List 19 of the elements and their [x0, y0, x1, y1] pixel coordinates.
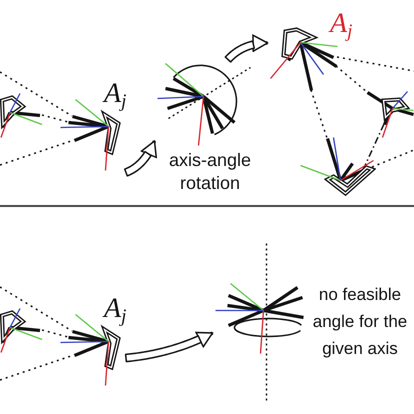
coordinate-frame-drawing — [364, 88, 414, 140]
dotted-line — [0, 286, 72, 332]
arrow — [124, 331, 214, 362]
dotted-line — [42, 329, 68, 338]
coordinate-frame-drawing — [0, 90, 44, 140]
dotted-line — [336, 56, 414, 72]
coordinate-frame-drawing — [0, 306, 44, 354]
dotted-line — [372, 149, 414, 168]
coordinate-frame-drawing — [298, 134, 376, 196]
arrow — [124, 140, 157, 177]
dotted-line — [362, 124, 385, 170]
dotted-line — [42, 114, 68, 123]
arrow — [224, 34, 268, 63]
dotted-line — [310, 90, 328, 138]
annotation-text: no feasible angle for the given axis — [312, 284, 408, 360]
rotation-drawing — [212, 240, 306, 402]
annotation-text: axis-angle rotation — [168, 149, 252, 195]
dotted-line — [0, 71, 72, 117]
dotted-line — [336, 65, 368, 93]
